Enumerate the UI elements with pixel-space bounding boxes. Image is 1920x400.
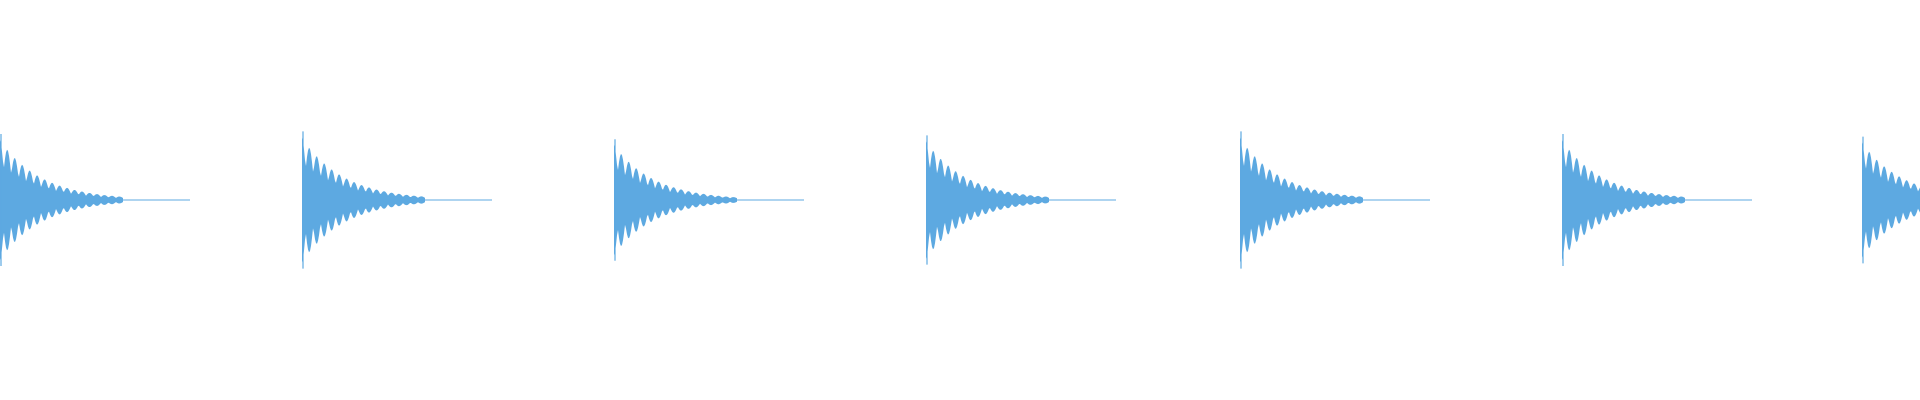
- waveform-burst: [1862, 142, 1920, 258]
- waveform-hit: [926, 135, 1116, 265]
- waveform-hit: [1240, 131, 1430, 269]
- waveform-burst: [0, 140, 123, 260]
- waveform-burst: [1562, 140, 1685, 260]
- waveform-burst: [614, 144, 737, 256]
- waveform-hit: [1862, 136, 1920, 264]
- waveform-burst: [926, 141, 1049, 259]
- waveform-hit: [614, 139, 804, 261]
- waveform-hits: [0, 131, 1920, 269]
- waveform-hit: [1562, 134, 1752, 266]
- waveform-burst: [1240, 137, 1363, 263]
- waveform-burst: [302, 137, 425, 263]
- waveform-hit: [302, 131, 492, 269]
- waveform-hit: [0, 134, 190, 266]
